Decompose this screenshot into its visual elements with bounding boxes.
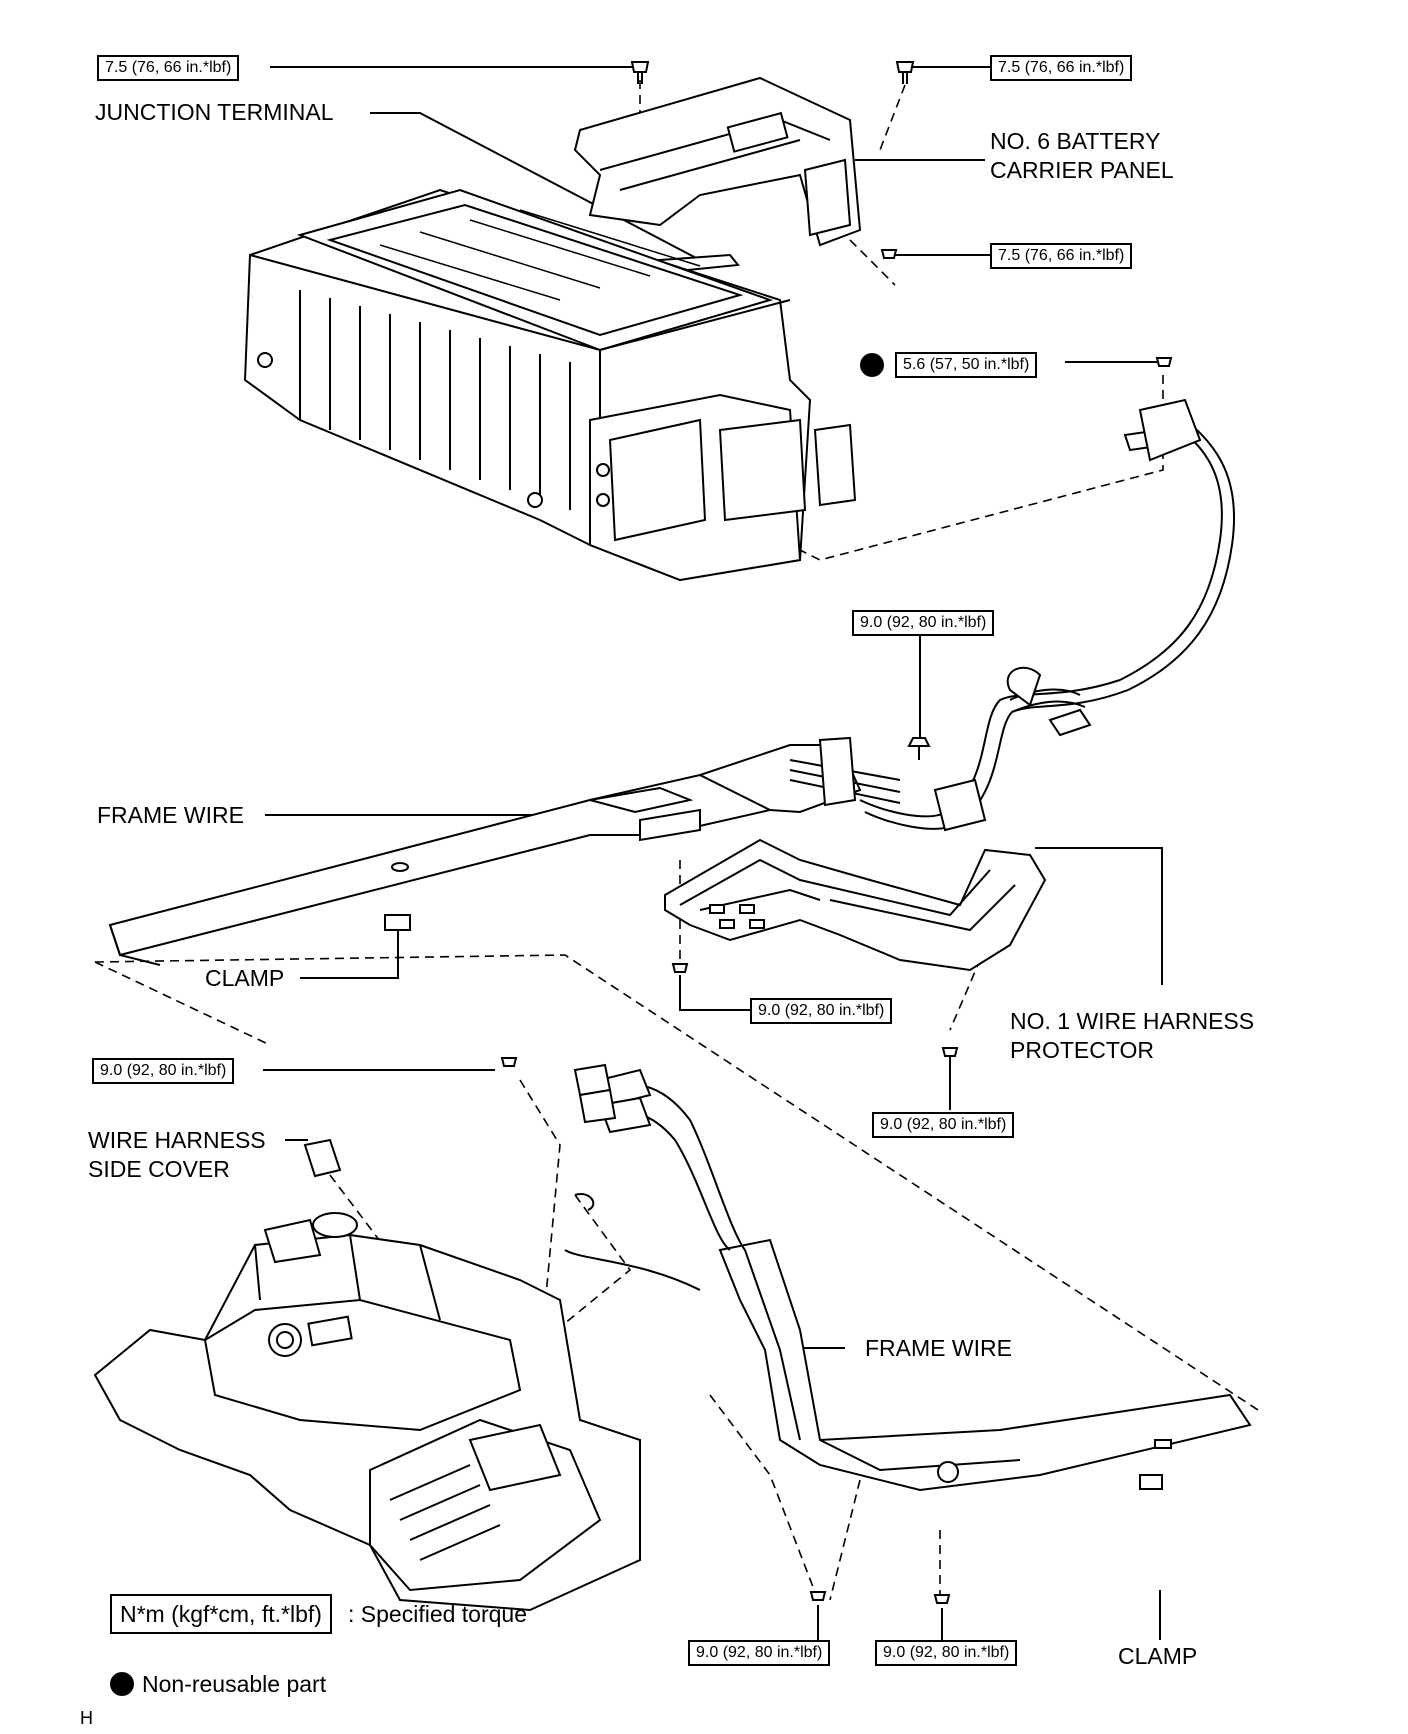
dash-panel-b [879,84,906,151]
nonreusable-marker [860,353,884,377]
torque-spec-6: 9.0 (92, 80 in.*lbf) [750,998,893,1024]
torque-spec-1: 7.5 (76, 66 in.*lbf) [97,55,240,81]
legend-nonreusable-text: Non-reusable part [142,1671,327,1697]
dash-frame-1 [94,954,1259,1411]
torque-spec-9: 9.0 (92, 80 in.*lbf) [688,1640,831,1666]
label-frame-wire-upper: FRAME WIRE [97,802,244,828]
dash-lower-2 [829,1479,861,1601]
label-frame-wire-lower: FRAME WIRE [865,1335,1012,1361]
torque-spec-7: 9.0 (92, 80 in.*lbf) [872,1112,1015,1138]
dash-frame-2 [94,961,271,1046]
legend-torque-desc: : Specified torque [348,1601,528,1627]
label-harness-protector-line1: NO. 1 WIRE HARNESS [1010,1008,1255,1034]
corner-mark: H [80,1708,93,1728]
torque-spec-10: 9.0 (92, 80 in.*lbf) [875,1640,1018,1666]
dash-panel-d [849,239,896,286]
leader-protector [1035,847,1163,985]
torque-spec-8: 9.0 (92, 80 in.*lbf) [92,1058,235,1084]
label-clamp-upper: CLAMP [205,965,285,991]
leader-clamp-upper [300,925,399,979]
torque-spec-4: 5.6 (57, 50 in.*lbf) [895,352,1038,378]
label-side-cover-line1: WIRE HARNESS [88,1127,266,1153]
label-junction-terminal: JUNCTION TERMINAL [95,99,334,125]
dash-side [329,1174,471,1361]
inverter-drawing [93,1138,641,1612]
torque-spec-5: 9.0 (92, 80 in.*lbf) [852,610,995,636]
label-side-cover-line2: SIDE COVER [88,1156,230,1182]
label-battery-carrier-panel-line2: CARRIER PANEL [990,157,1174,183]
dash-lower-1 [709,1394,819,1601]
frame-wire-lower-drawing [564,1063,1252,1492]
bolt-graphics [500,61,1173,1604]
legend-nonreusable-dot [110,1672,134,1696]
harness-protector-drawing [664,838,1047,972]
torque-spec-3: 7.5 (76, 66 in.*lbf) [990,243,1133,269]
hv-battery-drawing [243,188,857,582]
label-battery-carrier-panel-line1: NO. 6 BATTERY [990,128,1161,154]
legend-torque-unit: N*m (kgf*cm, ft.*lbf) [110,1594,332,1634]
battery-carrier-panel-drawing [573,76,862,247]
battery-cable-drawing [859,398,1236,832]
torque-spec-2: 7.5 (76, 66 in.*lbf) [990,55,1133,81]
frame-wire-upper-drawing [108,736,901,966]
leader-t6 [679,975,750,1011]
dash-mid-1 [519,1079,561,1361]
label-harness-protector-line2: PROTECTOR [1010,1037,1154,1063]
label-clamp-lower: CLAMP [1118,1643,1198,1669]
